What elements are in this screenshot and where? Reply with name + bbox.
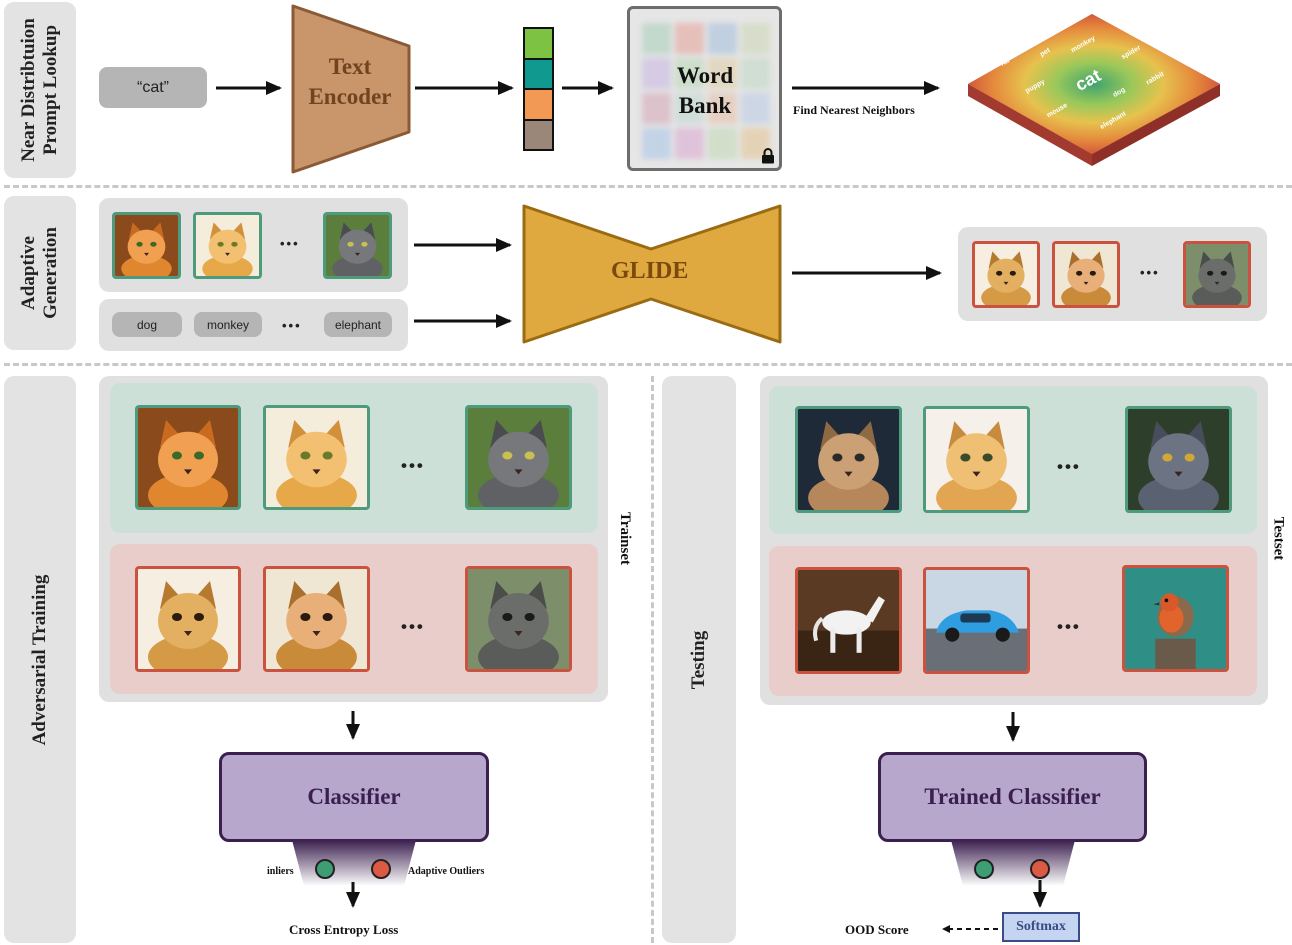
train-outlier-monkey bbox=[263, 566, 370, 672]
text-encoder-label: Text Encoder bbox=[308, 54, 392, 109]
ellipsis: ••• bbox=[280, 236, 300, 251]
train-inlier-cat-3 bbox=[465, 405, 572, 510]
embedding-cell bbox=[525, 29, 552, 58]
ellipsis: ••• bbox=[401, 456, 425, 475]
glide-label: GLIDE bbox=[611, 258, 689, 284]
row-label-adversarial-training: Adversarial Training bbox=[4, 376, 76, 943]
ood-score-label: OOD Score bbox=[845, 922, 909, 937]
ellipsis: ••• bbox=[1140, 265, 1160, 280]
prompt-input-cat: “cat” bbox=[99, 67, 207, 108]
inlier-image-cat-1 bbox=[112, 212, 181, 279]
test-inlier-kitten-1 bbox=[795, 406, 902, 513]
word-bank-blurred-grid bbox=[642, 23, 770, 159]
class-label-elephant: elephant bbox=[324, 312, 392, 337]
ellipsis: ••• bbox=[282, 318, 302, 333]
test-outlier-horse bbox=[795, 567, 902, 674]
divider-vertical bbox=[651, 376, 654, 943]
test-outlier-node bbox=[1030, 859, 1050, 879]
inlier-node bbox=[315, 859, 335, 879]
cross-entropy-loss-label: Cross Entropy Loss bbox=[289, 922, 399, 937]
ellipsis: ••• bbox=[401, 617, 425, 636]
train-inlier-cat-2 bbox=[263, 405, 370, 510]
glide-model-block bbox=[522, 204, 782, 344]
embedding-vector bbox=[523, 27, 554, 151]
row-label-prompt-lookup: Near Distribtuion Prompt Lookup bbox=[4, 2, 76, 178]
train-outlier-elephant bbox=[465, 566, 572, 672]
word-bank-label: Word Bank bbox=[676, 63, 734, 118]
embedding-cell bbox=[525, 90, 552, 119]
test-inlier-cat-3 bbox=[1125, 406, 1232, 513]
adaptive-outliers-label: Adaptive Outliers bbox=[408, 866, 485, 877]
generated-outlier-monkey bbox=[1052, 241, 1120, 308]
outlier-node bbox=[371, 859, 391, 879]
map-word: rat bbox=[1000, 57, 1012, 68]
divider-2 bbox=[4, 363, 1292, 366]
train-outlier-dog bbox=[135, 566, 241, 672]
test-outlier-car bbox=[923, 567, 1030, 674]
test-outlier-bird bbox=[1122, 565, 1229, 672]
softmax-block: Softmax bbox=[1002, 912, 1080, 942]
test-inlier-node bbox=[974, 859, 994, 879]
class-label-dog: dog bbox=[112, 312, 182, 337]
ellipsis: ••• bbox=[1057, 457, 1081, 476]
inlier-image-cat-3 bbox=[323, 212, 392, 279]
text-encoder-block bbox=[291, 4, 411, 174]
ellipsis: ••• bbox=[1057, 617, 1081, 636]
test-inlier-kitten-2 bbox=[923, 406, 1030, 513]
map-word: pet bbox=[1039, 47, 1052, 59]
divider-1 bbox=[4, 185, 1292, 188]
classifier-block: Classifier bbox=[219, 752, 489, 842]
find-neighbors-label: Find Nearest Neighbors bbox=[793, 103, 915, 117]
trained-classifier-block: Trained Classifier bbox=[878, 752, 1147, 842]
generated-outlier-elephant bbox=[1183, 241, 1251, 308]
inliers-label: inliers bbox=[267, 866, 294, 877]
embedding-cell bbox=[525, 59, 552, 88]
class-label-monkey: monkey bbox=[194, 312, 262, 337]
row-label-adaptive-generation: Adaptive Generation bbox=[4, 196, 76, 350]
inlier-image-cat-2 bbox=[193, 212, 262, 279]
word-bank: Word Bank bbox=[627, 6, 782, 171]
train-inlier-cat-1 bbox=[135, 405, 241, 510]
generated-outlier-dog bbox=[972, 241, 1040, 308]
lock-icon bbox=[762, 148, 774, 164]
embedding-cell bbox=[525, 120, 552, 149]
row-label-testing: Testing bbox=[662, 376, 736, 943]
